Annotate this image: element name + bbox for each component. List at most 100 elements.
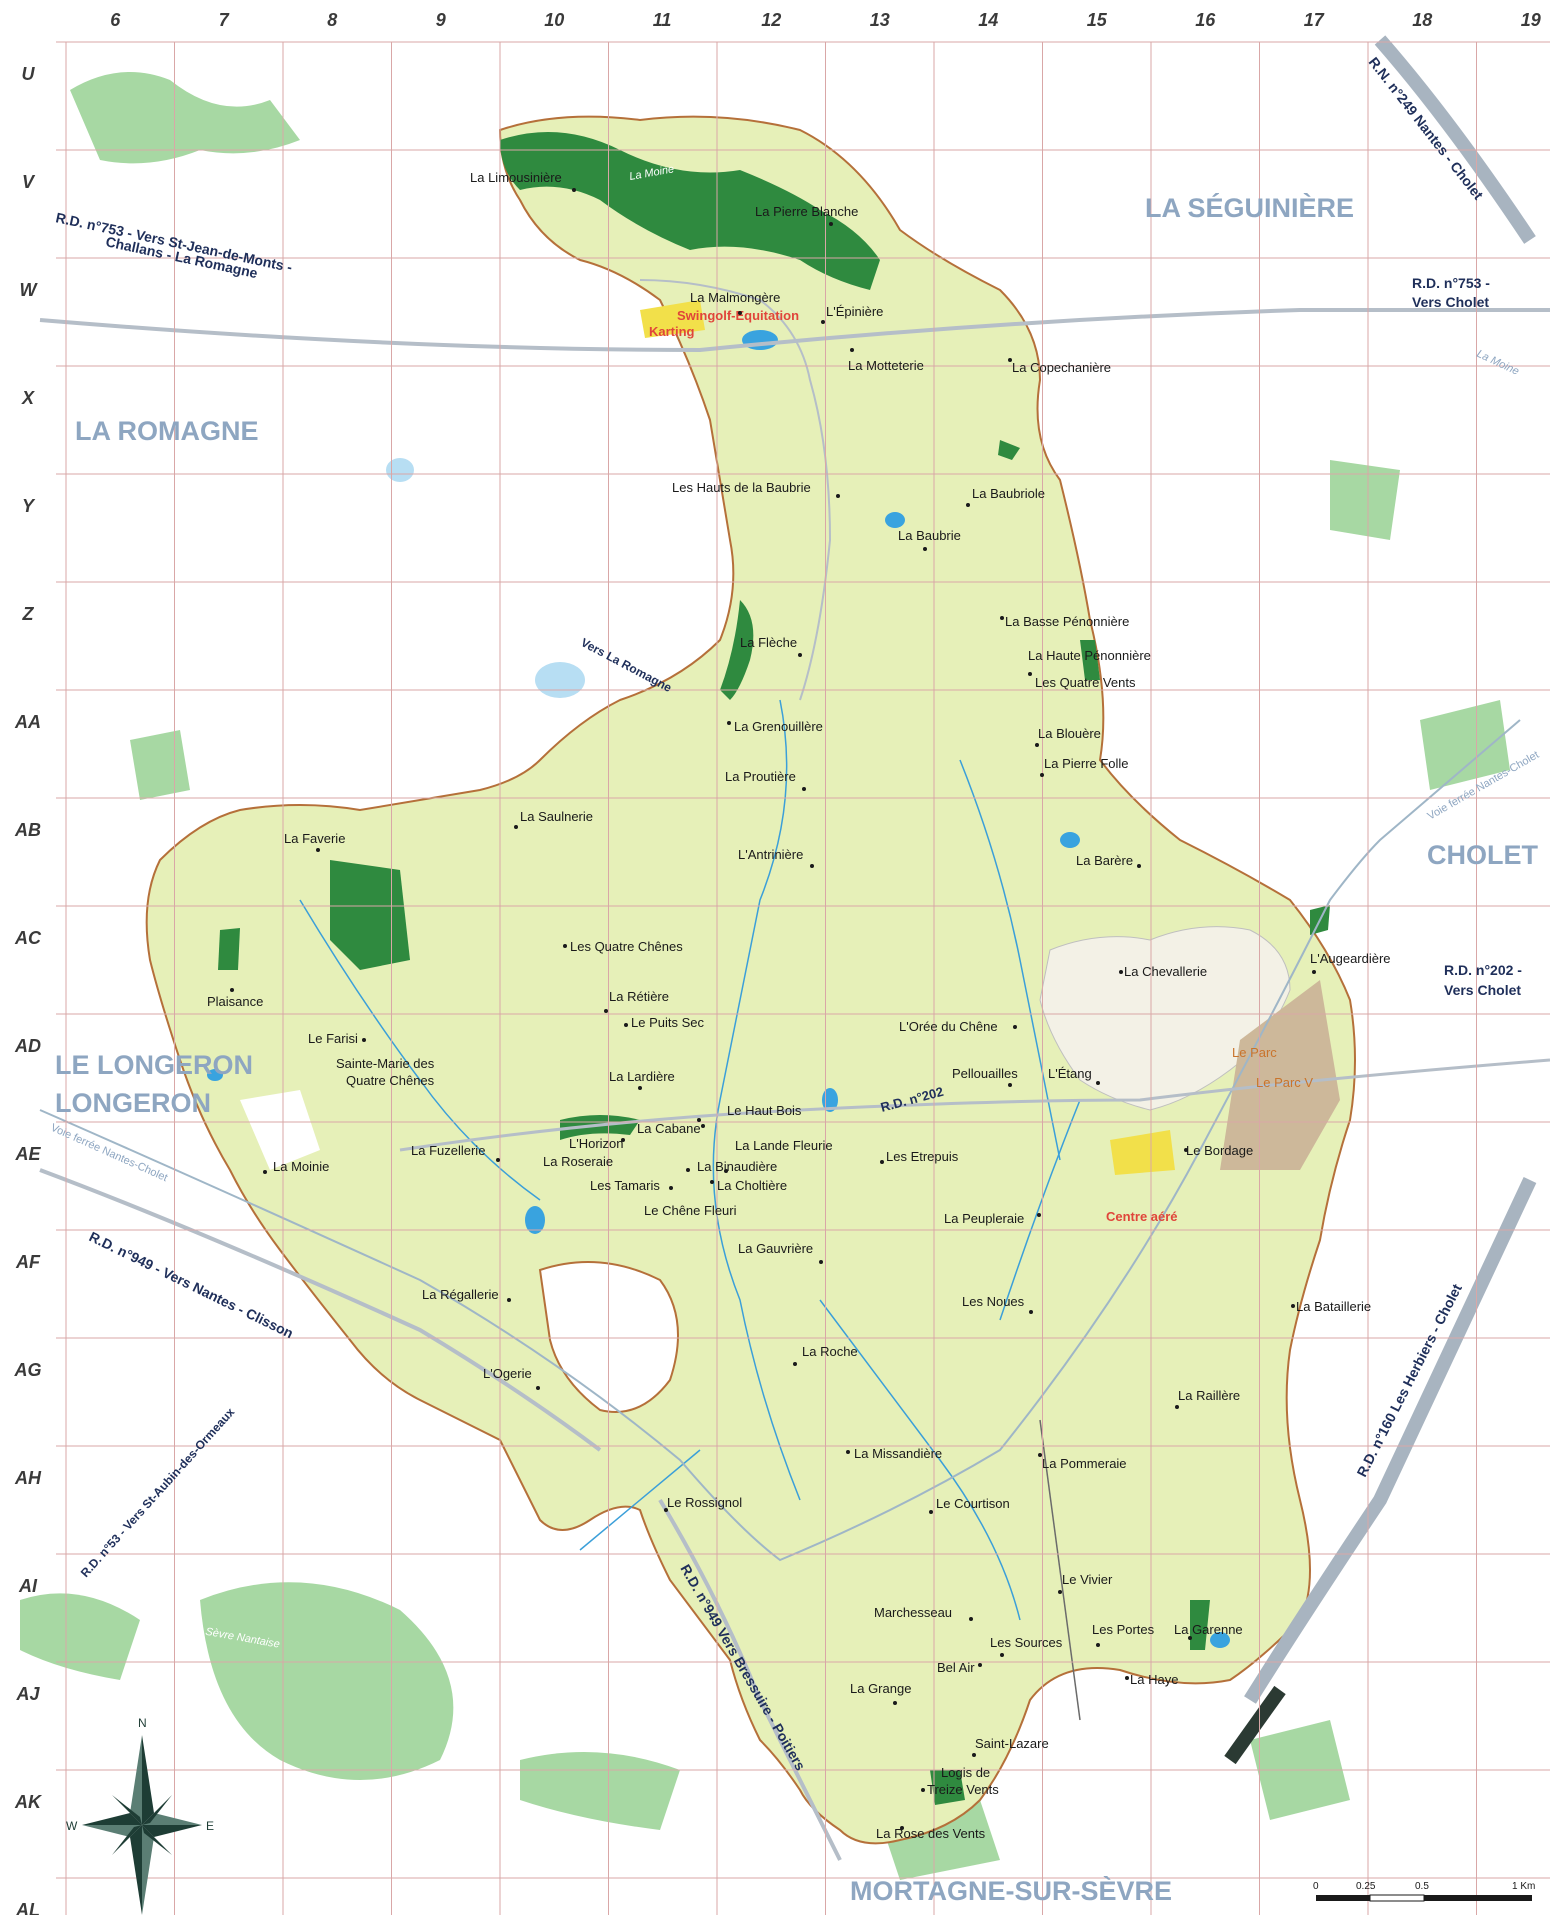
grid-column-label: 13 [870, 10, 890, 30]
commune-label: LE LONGERON [55, 1050, 253, 1080]
place-label: Quatre Chênes [346, 1073, 435, 1088]
place-label: La Roseraie [543, 1154, 613, 1169]
place-label: La Fuzellerie [411, 1143, 485, 1158]
scale-tick: 1 Km [1512, 1881, 1535, 1892]
place-label: Treize Vents [927, 1782, 999, 1797]
grid-column-label: 15 [1087, 10, 1108, 30]
place-label: Les Sources [990, 1635, 1063, 1650]
grid-column-label: 18 [1412, 10, 1432, 30]
grid-row-label: V [22, 172, 36, 192]
place-label: La Garenne [1174, 1622, 1243, 1637]
place-label: La Rose des Vents [876, 1826, 986, 1841]
major-roads [39, 35, 1550, 1861]
place-label: La Saulnerie [520, 809, 593, 824]
place-label: Le Courtison [936, 1496, 1010, 1511]
place-label: La Haye [1130, 1672, 1178, 1687]
place-label: La Motteterie [848, 358, 924, 373]
commune-label: LA ROMAGNE [75, 416, 259, 446]
place-label: Les Hauts de la Baubrie [672, 480, 811, 495]
place-label: Les Quatre Chênes [570, 939, 683, 954]
place-label: La Raillère [1178, 1388, 1240, 1403]
scale-tick: 0.5 [1415, 1881, 1429, 1892]
commune-labels: LA SÉGUINIÈRE LA ROMAGNE CHOLET LE LONGE… [55, 192, 1539, 1906]
place-markers [230, 188, 1316, 1830]
place-label: La Moinie [273, 1159, 329, 1174]
railway-branch [1039, 1419, 1081, 1721]
grid-row-label: Y [22, 496, 36, 516]
place-label: Le Bordage [1186, 1143, 1253, 1158]
grid-column-label: 9 [436, 10, 446, 30]
place-label: Plaisance [207, 994, 263, 1009]
place-label: La Bataillerie [1296, 1299, 1371, 1314]
grid-column-label: 10 [544, 10, 564, 30]
place-label: L'Étang [1048, 1066, 1092, 1081]
road-label: R.D. n°949 - Vers Nantes - Clisson [87, 1228, 296, 1341]
place-label: Les Tamaris [590, 1178, 660, 1193]
place-label: Les Noues [962, 1294, 1025, 1309]
place-label: Le Farisi [308, 1031, 358, 1046]
place-label: Marchesseau [874, 1605, 952, 1620]
place-label: La Limousinière [470, 170, 562, 185]
place-label: L'Épinière [826, 304, 883, 319]
road-label: Vers Cholet [1444, 982, 1521, 998]
place-label: La Grange [850, 1681, 911, 1696]
place-label: La Flèche [740, 635, 797, 650]
place-label: La Peupleraie [944, 1211, 1024, 1226]
grid-column-label: 14 [978, 10, 998, 30]
grid-row-label: AD [14, 1036, 41, 1056]
grid-row-label: W [20, 280, 39, 300]
place-label: L'Antrinière [738, 847, 803, 862]
grid-row-label: X [21, 388, 35, 408]
commune-label: LA SÉGUINIÈRE [1145, 192, 1354, 223]
facility-label: Centre aéré [1106, 1209, 1178, 1224]
compass-west: W [66, 1819, 78, 1833]
grid-column-label: 11 [653, 10, 672, 30]
place-label: La Proutière [725, 769, 796, 784]
grid-column-label: 17 [1304, 10, 1325, 30]
centre-aere-zone [1110, 1130, 1175, 1175]
place-label: La Haute Pénonnière [1028, 648, 1151, 663]
facility-labels: Swingolf-Equitation Karting Centre aéré … [649, 308, 1313, 1224]
place-label: Logis de [941, 1765, 990, 1780]
grid-row-label: AE [14, 1144, 41, 1164]
place-label: La Choltière [717, 1178, 787, 1193]
place-label: La Gauvrière [738, 1241, 813, 1256]
place-label: La Blouère [1038, 726, 1101, 741]
place-label: Les Quatre Vents [1035, 675, 1136, 690]
road-label: R.D. n°202 - [1444, 962, 1522, 978]
grid-row-label: AL [15, 1900, 40, 1915]
place-label: La Binaudière [697, 1159, 777, 1174]
place-label: La Missandière [854, 1446, 942, 1461]
grid-column-label: 19 [1521, 10, 1541, 30]
grid-row-label: AK [14, 1792, 43, 1812]
commune-label: MORTAGNE-SUR-SÈVRE [850, 1875, 1172, 1906]
place-label: La Rétière [609, 989, 669, 1004]
place-label: La Grenouillère [734, 719, 823, 734]
place-label: La Régallerie [422, 1287, 499, 1302]
place-label: Sainte-Marie des [336, 1056, 435, 1071]
commune-label-line2: LONGERON [55, 1088, 211, 1118]
place-label: La Roche [802, 1344, 858, 1359]
rivers [299, 699, 1081, 1621]
place-label: La Lardière [609, 1069, 675, 1084]
facility-label: Le Parc V [1256, 1075, 1313, 1090]
grid-row-label: AB [14, 820, 41, 840]
compass-rose: N S E W [66, 1716, 214, 1915]
place-label: Les Etrepuis [886, 1149, 959, 1164]
grid-column-label: 6 [110, 10, 121, 30]
place-label: Le Puits Sec [631, 1015, 704, 1030]
place-label: La Pommeraie [1042, 1456, 1127, 1471]
place-label: Bel Air [937, 1660, 975, 1675]
grid-row-label: AG [14, 1360, 42, 1380]
grid-row-label: AH [14, 1468, 42, 1488]
compass-north: N [138, 1716, 147, 1730]
road-label: Vers Cholet [1412, 294, 1489, 310]
railway [39, 719, 1521, 1562]
place-label: Le Haut Bois [727, 1103, 802, 1118]
place-label: Saint-Lazare [975, 1736, 1049, 1751]
road-label: R.N. n°249 Nantes - Cholet [1366, 54, 1487, 203]
scale-tick: 0 [1313, 1881, 1319, 1892]
